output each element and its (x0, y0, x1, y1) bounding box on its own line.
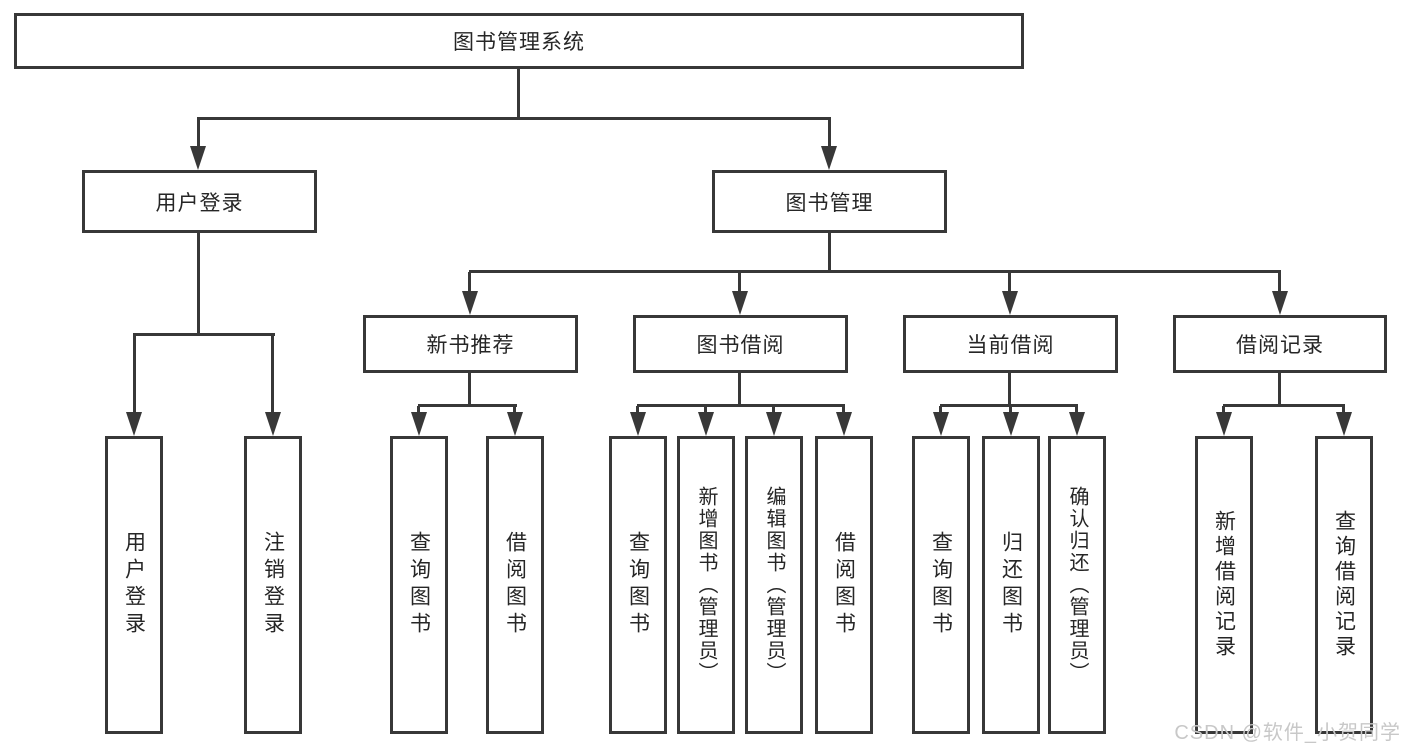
node-leaf-return-book: 归还图书 (982, 436, 1040, 734)
connector-drop (133, 334, 136, 414)
arrowhead-down-icon (126, 412, 142, 436)
connector-current-branch (940, 404, 1078, 407)
node-label: 图书管理 (785, 191, 874, 215)
node-label: 新增图书（管理员） (695, 486, 717, 684)
arrowhead-down-icon (1272, 291, 1288, 315)
node-label: 借阅图书 (503, 531, 527, 639)
node-new-book-recommend: 新书推荐 (363, 315, 578, 373)
arrowhead-down-icon (836, 412, 852, 436)
node-leaf-query-books-1: 查询图书 (390, 436, 448, 734)
node-label: 查询图书 (626, 531, 650, 639)
arrowhead-down-icon (1216, 412, 1232, 436)
connector-drop (1342, 406, 1345, 414)
node-leaf-borrow-books-2: 借阅图书 (815, 436, 873, 734)
node-label: 新书推荐 (426, 334, 515, 357)
arrowhead-down-icon (698, 412, 714, 436)
connector-drop (468, 272, 471, 293)
arrowhead-down-icon (732, 291, 748, 315)
node-leaf-query-borrow-record: 查询借阅记录 (1315, 436, 1373, 734)
node-current-borrow: 当前借阅 (903, 315, 1118, 373)
node-user-login: 用户登录 (82, 170, 317, 233)
connector-drop (636, 406, 639, 414)
arrowhead-down-icon (1336, 412, 1352, 436)
connector-borrow-stem (738, 373, 741, 406)
connector-drop (842, 406, 845, 414)
arrowhead-down-icon (462, 291, 478, 315)
arrowhead-down-icon (1002, 291, 1018, 315)
arrowhead-down-icon (630, 412, 646, 436)
node-leaf-edit-book-admin: 编辑图书（管理员） (745, 436, 803, 734)
node-label: 当前借阅 (966, 334, 1055, 357)
node-leaf-logout: 注销登录 (244, 436, 302, 734)
node-borrow-records: 借阅记录 (1173, 315, 1387, 373)
node-book-management: 图书管理 (712, 170, 947, 233)
node-book-borrow: 图书借阅 (633, 315, 848, 373)
connector-drop (1222, 406, 1225, 414)
arrowhead-down-icon (933, 412, 949, 436)
node-label: 查询图书 (407, 531, 431, 639)
node-label: 新增借阅记录 (1212, 510, 1236, 660)
node-label: 查询借阅记录 (1332, 510, 1356, 660)
node-root-library-system: 图书管理系统 (14, 13, 1024, 69)
node-label: 归还图书 (999, 531, 1023, 639)
connector-drop (939, 406, 942, 414)
node-label: 查询图书 (929, 531, 953, 639)
connector-bookmgmt-stem (828, 233, 831, 272)
node-label: 图书管理系统 (453, 31, 585, 54)
connector-bookmgmt-branch (469, 270, 1281, 273)
connector-drop (513, 406, 516, 414)
connector-root-branch (197, 117, 831, 120)
node-leaf-borrow-books-1: 借阅图书 (486, 436, 544, 734)
node-leaf-add-book-admin: 新增图书（管理员） (677, 436, 735, 734)
arrowhead-down-icon (766, 412, 782, 436)
connector-recommend-branch (418, 404, 517, 407)
connector-recommend-stem (468, 373, 471, 406)
node-leaf-query-books-2: 查询图书 (609, 436, 667, 734)
csdn-watermark: CSDN @软件_小贺同学 (1174, 722, 1401, 744)
arrowhead-down-icon (411, 412, 427, 436)
connector-userlogin-stem (197, 233, 200, 335)
connector-current-stem (1008, 373, 1011, 406)
node-leaf-user-login: 用户登录 (105, 436, 163, 734)
node-label: 用户登录 (155, 191, 244, 215)
node-label: 借阅图书 (832, 531, 856, 639)
node-leaf-confirm-return-admin: 确认归还（管理员） (1048, 436, 1106, 734)
connector-root-stem (517, 69, 520, 119)
connector-userlogin-branch (133, 333, 275, 336)
connector-drop (417, 406, 420, 414)
node-label: 注销登录 (261, 531, 285, 639)
connector-drop (738, 272, 741, 293)
connector-drop (1075, 406, 1078, 414)
node-label: 确认归还（管理员） (1066, 486, 1088, 684)
node-leaf-query-books-3: 查询图书 (912, 436, 970, 734)
connector-borrow-branch (637, 404, 845, 407)
arrowhead-down-icon (507, 412, 523, 436)
connector-records-stem (1278, 373, 1281, 406)
arrowhead-down-icon (821, 146, 837, 170)
node-label: 用户登录 (122, 531, 146, 639)
connector-records-branch (1223, 404, 1345, 407)
connector-drop (1278, 272, 1281, 293)
connector-drop (271, 334, 274, 414)
arrowhead-down-icon (265, 412, 281, 436)
connector-drop (772, 406, 775, 414)
connector-drop (1008, 272, 1011, 293)
node-label: 借阅记录 (1236, 334, 1324, 357)
arrowhead-down-icon (1069, 412, 1085, 436)
node-leaf-add-borrow-record: 新增借阅记录 (1195, 436, 1253, 734)
connector-drop (1009, 406, 1012, 414)
connector-drop (197, 118, 200, 148)
connector-drop (828, 118, 831, 148)
node-label: 编辑图书（管理员） (763, 486, 785, 684)
connector-drop (704, 406, 707, 414)
arrowhead-down-icon (1003, 412, 1019, 436)
arrowhead-down-icon (190, 146, 206, 170)
node-label: 图书借阅 (696, 334, 785, 357)
